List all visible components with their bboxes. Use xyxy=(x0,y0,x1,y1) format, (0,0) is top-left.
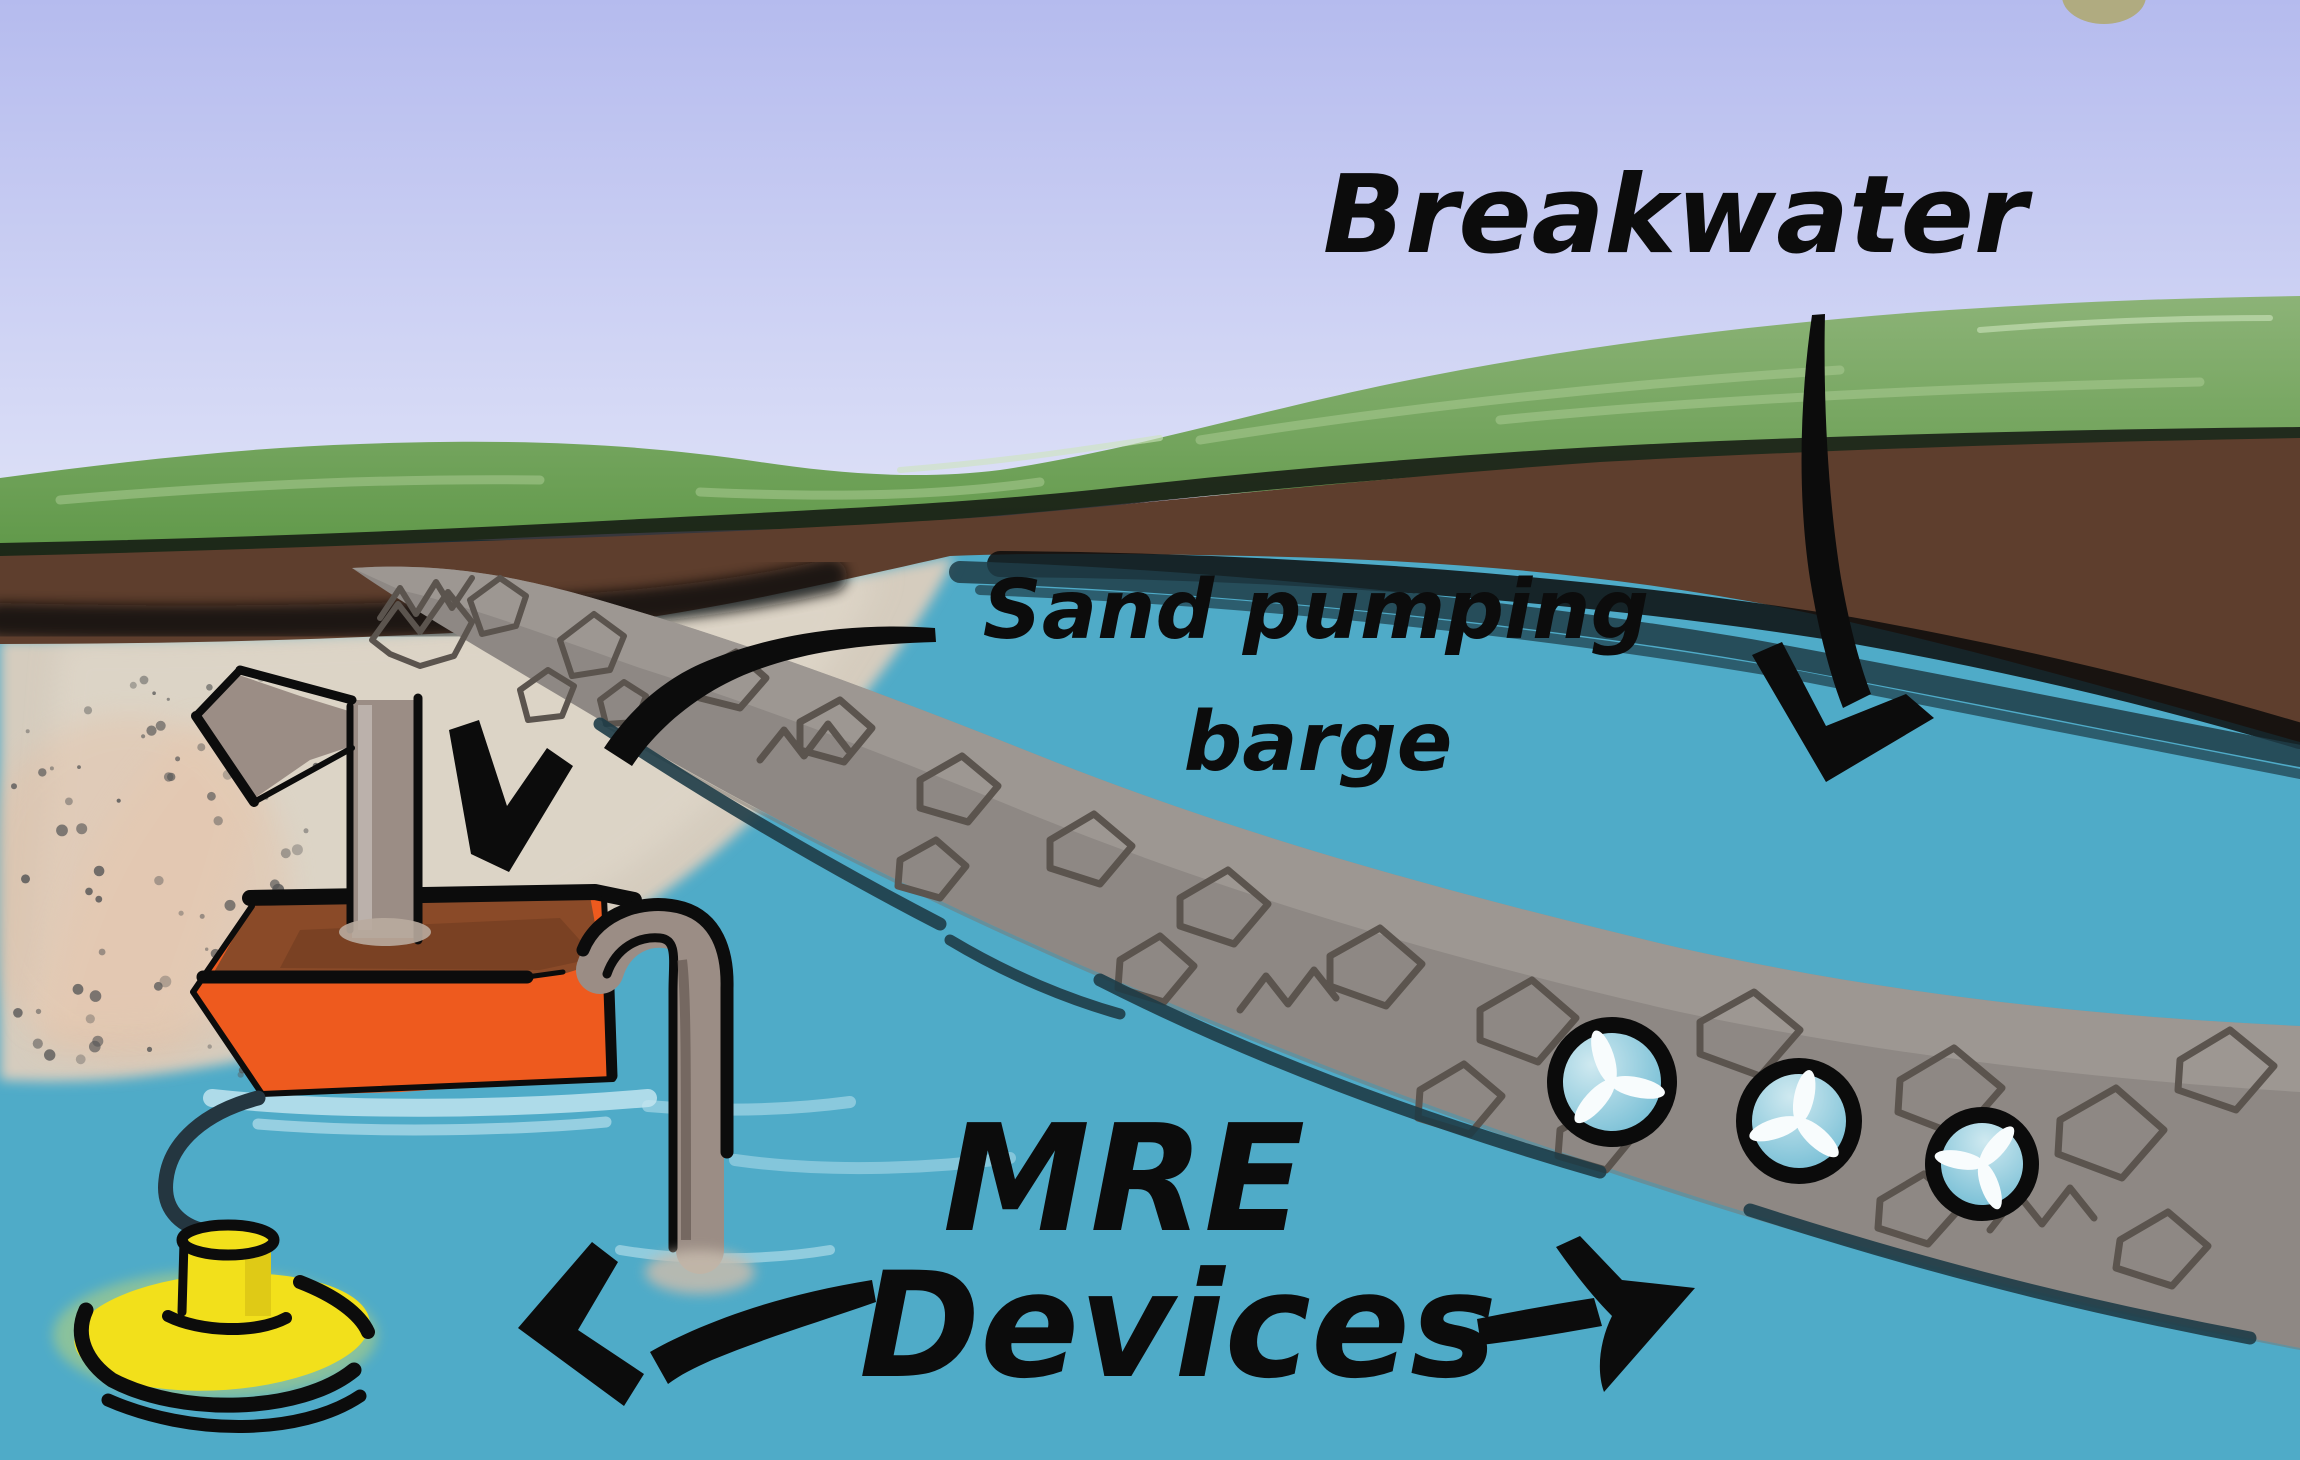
label-mre-line2: Devices xyxy=(859,1241,1497,1411)
sand-barge-arrow xyxy=(449,626,936,872)
mre-device-3 xyxy=(1925,1107,2039,1221)
turbine-blades xyxy=(1934,1126,2015,1210)
mre-right-arrow xyxy=(1477,1236,1695,1392)
mre-left-arrow xyxy=(518,1242,876,1406)
label-sand-pumping-line1: Sand pumping xyxy=(983,563,1649,658)
breakwater-arrow xyxy=(1752,314,1934,782)
shore-shadow-streaks xyxy=(949,561,2300,779)
mooring-cable xyxy=(158,1090,266,1240)
annotation-arrows xyxy=(449,314,1934,1406)
sand-plume xyxy=(645,1250,755,1294)
mre-device-2 xyxy=(1736,1058,1862,1184)
turbine-blades xyxy=(1574,1030,1665,1124)
sun-blob xyxy=(2062,0,2146,24)
turbine-blades xyxy=(1749,1070,1839,1158)
sand-pumping-barge xyxy=(190,665,755,1294)
sand-spray-cone xyxy=(36,718,256,1050)
grass-hill xyxy=(0,296,2300,561)
label-breakwater: Breakwater xyxy=(1323,153,2033,278)
deck-sand-mound xyxy=(339,918,431,946)
label-mre-line1: MRE xyxy=(943,1093,1305,1265)
mre-device-1 xyxy=(1547,1017,1677,1147)
suction-pipe xyxy=(576,898,755,1294)
shore-rocks xyxy=(369,575,649,727)
yellow-buoy xyxy=(53,1219,377,1433)
sand-discharge-pipe xyxy=(191,665,431,946)
label-sand-pumping-line2: barge xyxy=(1184,695,1453,790)
